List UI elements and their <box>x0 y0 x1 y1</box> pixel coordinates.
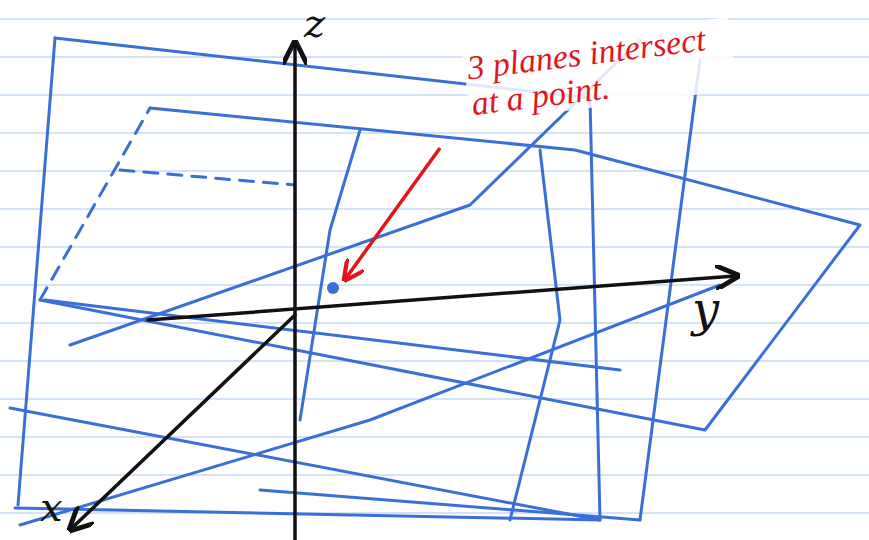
axis-label: x <box>40 486 63 528</box>
axis-label: z <box>304 2 325 44</box>
ruled-lines <box>0 19 869 513</box>
leader-arrow <box>346 148 440 278</box>
axes <box>72 45 735 540</box>
annotation: 3 planes intersect at a point. <box>462 17 737 122</box>
planes <box>10 38 860 525</box>
axis-label: y <box>692 284 719 334</box>
intersection-point <box>327 282 339 294</box>
